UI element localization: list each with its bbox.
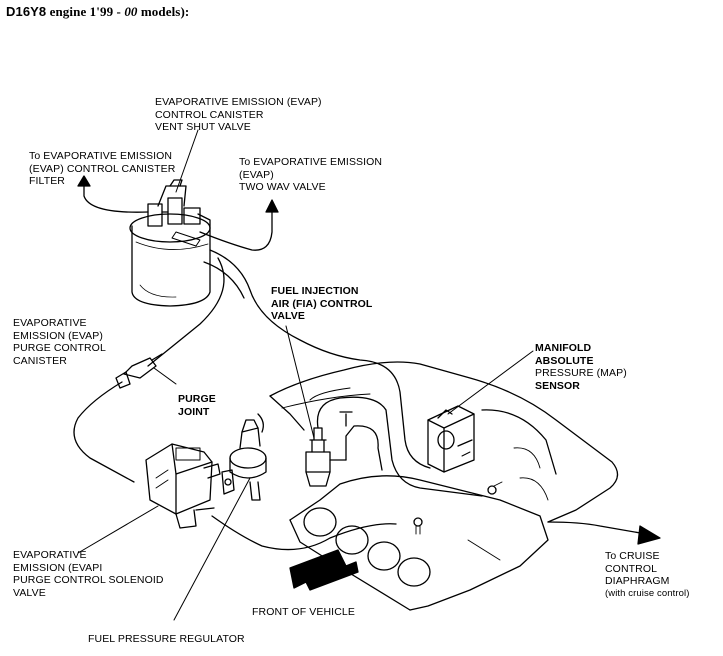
label-purge-joint: PURGE JOINT [178, 393, 216, 418]
engine-suffix: models): [137, 4, 190, 19]
label-cruise-control-diaphragm: To CRUISE CONTROL DIAPHRAGM (with cruise… [605, 550, 690, 599]
hose-solenoid-to-manifold [211, 515, 397, 551]
hose-to-cruise-diaphragm [547, 521, 661, 545]
purge-hose [203, 249, 431, 469]
label-fuel-pressure-regulator: FUEL PRESSURE REGULATOR [88, 633, 245, 645]
leader-purge-solenoid [77, 505, 159, 554]
purge-control-solenoid-valve [145, 443, 221, 529]
label-map-sensor: MANIFOLD ABSOLUTE PRESSURE (MAP) SENSOR [535, 342, 627, 392]
leader-map-sensor [447, 350, 534, 415]
arrow-to-canister-filter [77, 175, 149, 213]
label-evap-vent-shut-valve: EVAPORATIVE EMISSION (EVAP) CONTROL CANI… [155, 96, 322, 133]
leader-purge-joint [153, 367, 177, 385]
label-to-two-way-valve: To EVAPORATIVE EMISSION (EVAP) TWO WAV V… [239, 156, 383, 193]
arrow-to-two-way-valve [199, 199, 279, 251]
engine-years-end: 00 [124, 4, 138, 19]
fia-hose-2 [345, 425, 383, 471]
label-to-canister-filter: To EVAPORATIVE EMISSION (EVAP) CONTROL C… [29, 150, 176, 187]
fia-control-valve [305, 427, 347, 487]
engine-code: D16Y8 [6, 4, 47, 19]
fuel-pressure-regulator [221, 413, 267, 501]
fia-hose [316, 396, 483, 497]
page-title: D16Y8 engine 1'99 - 00 models): [6, 4, 190, 20]
leader-fuel-pressure-regulator [173, 477, 251, 621]
label-front-of-vehicle: FRONT OF VEHICLE [252, 606, 355, 618]
intake-manifold [269, 361, 619, 611]
purge-joint [115, 353, 163, 389]
label-fia-control-valve: FUEL INJECTION AIR (FIA) CONTROL VALVE [271, 285, 373, 322]
evap-purge-control-canister [129, 179, 211, 307]
label-purge-control-solenoid-valve: EVAPORATIVE EMISSION (EVAPI PURGE CONTRO… [13, 549, 164, 599]
engine-years: engine 1'99 - [46, 4, 125, 19]
label-purge-control-canister: EVAPORATIVE EMISSION (EVAP) PURGE CONTRO… [13, 317, 106, 367]
leader-fia-valve [285, 325, 315, 439]
hose-canister-to-purge-joint [73, 257, 225, 483]
leader-vent-shut-valve [175, 129, 199, 193]
front-of-vehicle-arrow [289, 549, 359, 591]
map-sensor [427, 405, 475, 473]
